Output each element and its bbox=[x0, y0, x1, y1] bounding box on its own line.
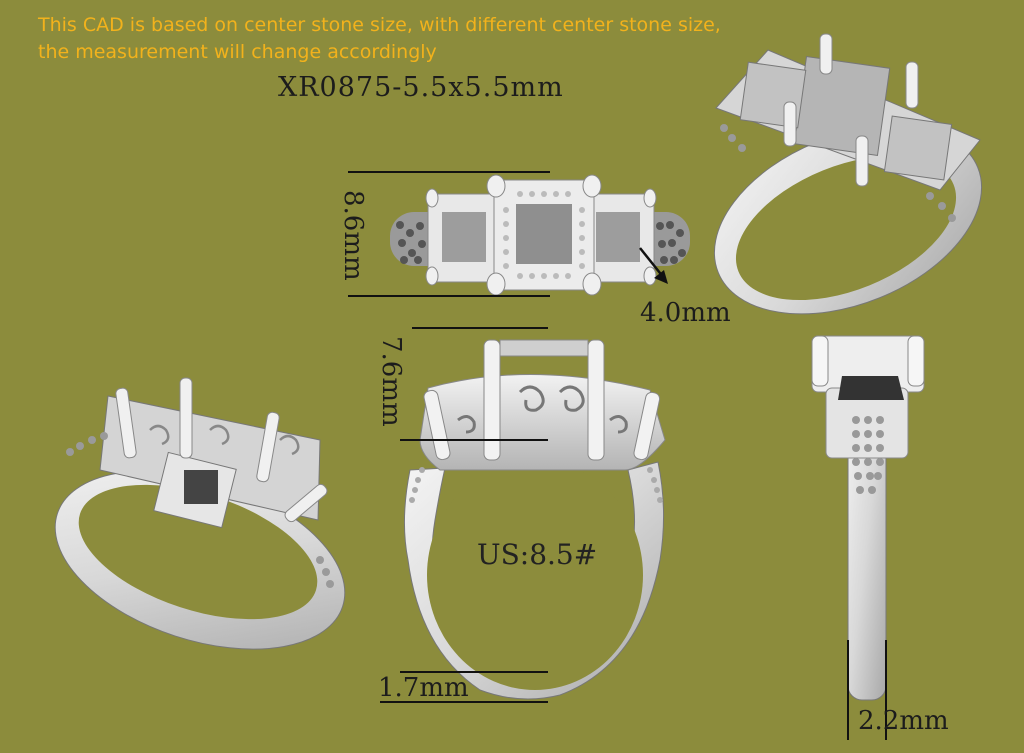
cad-notice-line1: This CAD is based on center stone size, … bbox=[38, 14, 721, 36]
side-stone-label: 4.0mm bbox=[640, 298, 731, 328]
side-stone-arrow bbox=[639, 247, 665, 279]
shank-width-label: 2.2mm bbox=[858, 706, 949, 736]
model-code: XR0875-5.5x5.5mm bbox=[278, 72, 564, 103]
cad-notice: This CAD is based on center stone size, … bbox=[38, 12, 721, 66]
setting-height-label: 7.6mm bbox=[376, 336, 406, 427]
top-length-label: 8.6mm bbox=[338, 190, 368, 281]
cad-notice-line2: the measurement will change accordingly bbox=[38, 41, 437, 63]
band-width-label: 1.7mm bbox=[378, 673, 469, 703]
perspective-view-bottom-left bbox=[54, 377, 346, 650]
perspective-view-top-right bbox=[713, 33, 983, 315]
front-view bbox=[403, 339, 666, 700]
side-view bbox=[811, 335, 925, 701]
ring-size-label: US:8.5# bbox=[477, 538, 598, 571]
top-view bbox=[390, 174, 690, 296]
side-stone-arrowhead bbox=[654, 270, 668, 284]
